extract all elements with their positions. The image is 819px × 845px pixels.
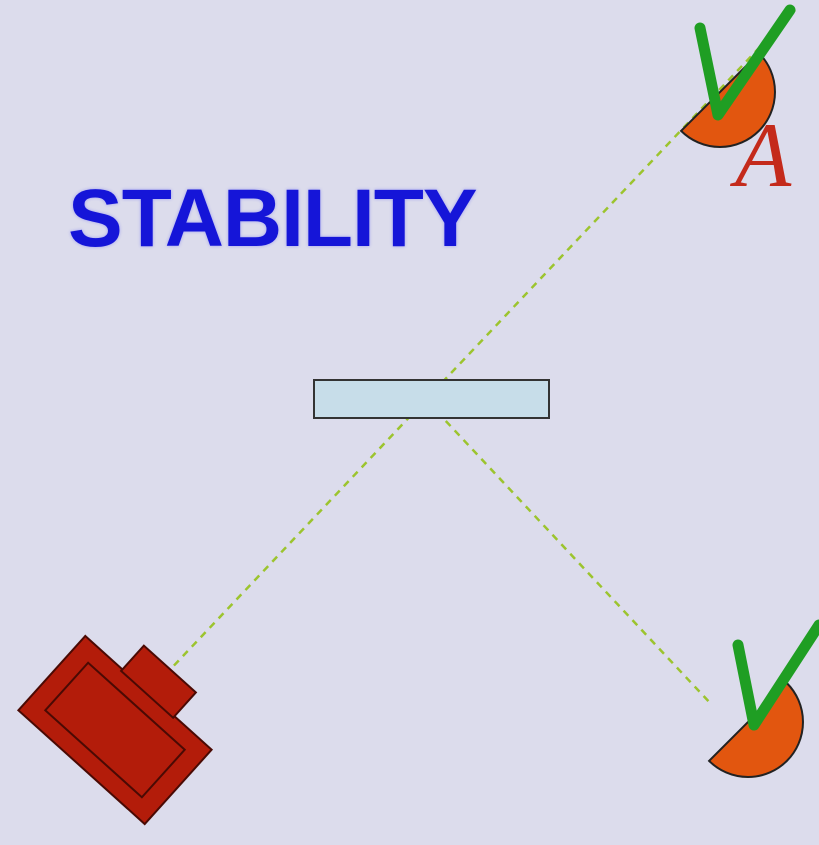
check-icon [732,619,819,731]
laser-beam-paths [164,9,796,706]
beam-to-top-detector [164,9,796,676]
page-title: STABILITY [68,173,478,264]
beam-splitter [313,379,550,419]
beam-to-bottom-detector [427,401,713,706]
laser-source [16,634,214,826]
detector-label-a: A [729,104,792,206]
check-icon [694,4,796,121]
